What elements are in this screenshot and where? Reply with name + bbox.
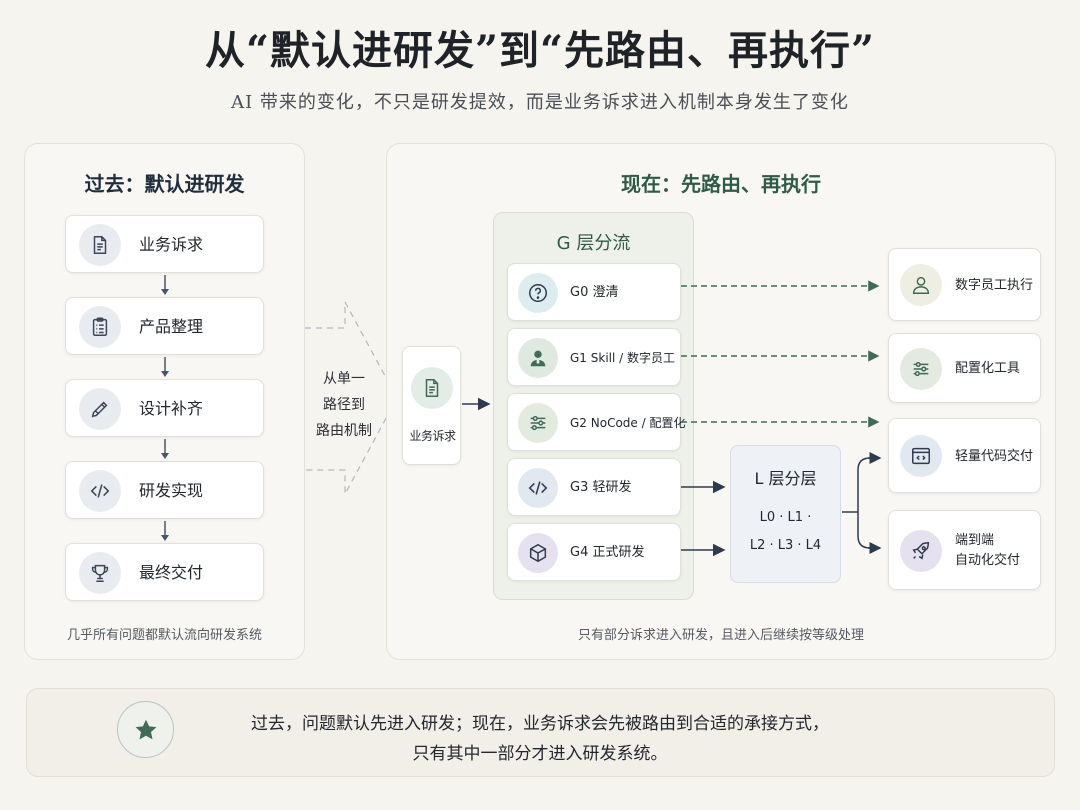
past-step-label: 业务诉求 xyxy=(139,235,204,254)
g-item-label: G0 澄清 xyxy=(570,285,619,300)
output-config-tool: 配置化工具 xyxy=(888,333,1041,403)
l-layer-levels-line2: L2 · L3 · L4 xyxy=(749,538,822,553)
past-footnote: 几乎所有问题都默认流向研发系统 xyxy=(66,628,262,643)
g-item-label: G1 Skill / 数字员工 xyxy=(570,351,675,365)
now-footnote: 只有部分诉求进入研发，且进入后继续按等级处理 xyxy=(577,628,864,643)
output-light-code: 轻量代码交付 xyxy=(888,418,1041,493)
l-layer-title: L 层分层 xyxy=(754,469,817,488)
sliders-icon xyxy=(900,348,942,390)
g-item-g4: G4 正式研发 xyxy=(507,523,681,581)
past-step-label: 设计补齐 xyxy=(139,399,204,418)
down-arrow-icon xyxy=(161,439,169,459)
output-label-line1: 端到端 xyxy=(955,533,995,548)
entry-label: 业务诉求 xyxy=(409,429,456,443)
output-e2e-automation: 端到端 自动化交付 xyxy=(888,510,1041,590)
output-label-line2: 自动化交付 xyxy=(955,553,1021,568)
g-item-label: G3 轻研发 xyxy=(570,480,632,495)
transition-line2: 路径到 xyxy=(323,397,365,413)
person-icon xyxy=(518,338,558,378)
l-layer-levels-line1: L0 · L1 · xyxy=(759,510,812,525)
g-item-g2: G2 NoCode / 配置化 xyxy=(507,393,685,451)
past-step-label: 最终交付 xyxy=(139,563,204,582)
cube-icon xyxy=(518,533,558,573)
past-panel-heading: 过去：默认进研发 xyxy=(84,172,245,196)
g-item-g3: G3 轻研发 xyxy=(507,458,681,516)
summary-banner xyxy=(26,688,1055,777)
output-digital-employee: 数字员工执行 xyxy=(888,248,1041,321)
down-arrow-icon xyxy=(161,275,169,295)
output-label: 轻量代码交付 xyxy=(955,449,1034,464)
question-icon xyxy=(518,273,558,313)
code-window-icon xyxy=(900,435,942,477)
g-item-g0: G0 澄清 xyxy=(507,263,681,321)
down-arrow-icon xyxy=(161,357,169,377)
past-step-design: 设计补齐 xyxy=(65,379,264,437)
code-icon xyxy=(518,468,558,508)
past-step-label: 研发实现 xyxy=(139,481,204,500)
banner-line2: 只有其中一部分才进入研发系统。 xyxy=(412,744,668,764)
transition-line3: 路由机制 xyxy=(316,423,372,439)
down-arrow-icon xyxy=(161,521,169,541)
past-step-product: 产品整理 xyxy=(65,297,264,355)
page-subtitle: AI 带来的变化，不只是研发提效，而是业务诉求进入机制本身发生了变化 xyxy=(231,92,849,113)
star-icon xyxy=(117,701,174,758)
now-panel-heading: 现在：先路由、再执行 xyxy=(621,172,821,196)
past-step-delivery: 最终交付 xyxy=(65,543,264,601)
rocket-icon xyxy=(900,530,942,572)
past-step-label: 产品整理 xyxy=(139,317,204,336)
document-icon xyxy=(411,367,453,409)
page-title: 从“默认进研发”到“先路由、再执行” xyxy=(204,27,876,74)
sliders-icon xyxy=(518,403,558,443)
transition-line1: 从单一 xyxy=(323,371,365,387)
past-step-dev: 研发实现 xyxy=(65,461,264,519)
g-layer-title: G 层分流 xyxy=(556,233,631,254)
g-item-label: G4 正式研发 xyxy=(570,545,645,560)
past-step-business-request: 业务诉求 xyxy=(65,215,264,273)
trophy-icon xyxy=(79,552,121,594)
l-layer-container xyxy=(730,445,841,583)
user-icon xyxy=(900,264,942,306)
pen-icon xyxy=(79,388,121,430)
code-icon xyxy=(79,470,121,512)
document-icon xyxy=(79,224,121,266)
clipboard-icon xyxy=(79,306,121,348)
entry-card: 业务诉求 xyxy=(402,346,461,465)
banner-line1: 过去，问题默认先进入研发；现在，业务诉求会先被路由到合适的承接方式， xyxy=(251,714,829,734)
output-label: 配置化工具 xyxy=(955,361,1021,376)
g-item-label: G2 NoCode / 配置化 xyxy=(570,416,686,430)
output-label: 数字员工执行 xyxy=(955,278,1034,293)
g-item-g1: G1 Skill / 数字员工 xyxy=(507,328,681,386)
